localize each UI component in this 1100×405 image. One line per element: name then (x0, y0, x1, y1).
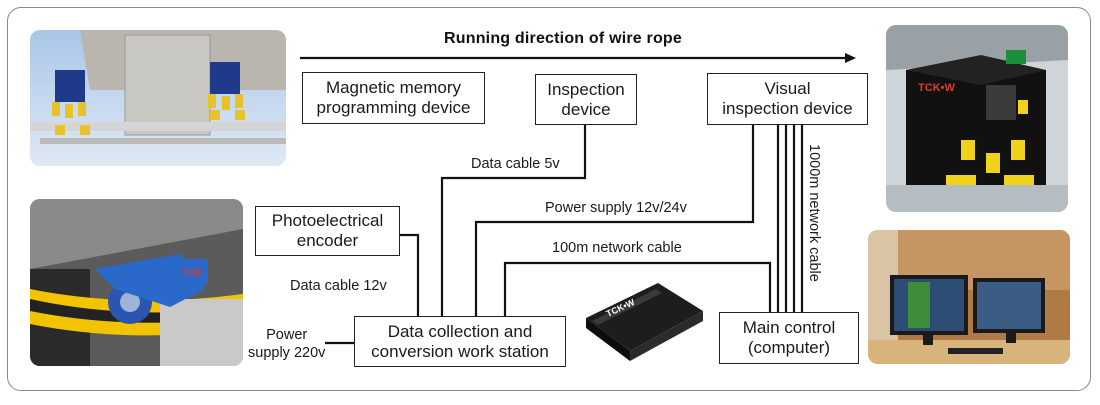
visual-device-photo: TCK•W (886, 25, 1068, 212)
magnetic-memory-line2: programming device (316, 98, 471, 117)
power-line2: supply 220v (248, 345, 326, 361)
power-supply-12-24-label: Power supply 12v/24v (545, 200, 687, 216)
network-100m-label: 100m network cable (552, 240, 682, 256)
running-direction-title: Running direction of wire rope (444, 30, 682, 47)
magnetic-memory-box: Magnetic memory programming device (302, 72, 485, 124)
power-supply-12-24-line (474, 125, 755, 318)
data-cable-5v-line (440, 125, 587, 318)
svg-text:TCK: TCK (182, 268, 203, 279)
computer-photo (868, 230, 1070, 364)
power-220v-label: Power supply 220v (248, 326, 325, 362)
network-1000m-label: 1000m network cable (806, 144, 822, 282)
data-cable-12v-line (400, 233, 420, 318)
main-control-box: Main control (computer) (719, 312, 859, 364)
visual-line1: Visual (764, 79, 811, 98)
visual-inspection-box: Visual inspection device (707, 73, 868, 125)
encoder-photo: TCK (30, 199, 243, 366)
workstation-device-photo: TCK•W (578, 273, 710, 365)
main-control-line2: (computer) (747, 338, 831, 357)
data-collection-station-box: Data collection and conversion work stat… (354, 316, 566, 367)
main-control-line1: Main control (742, 318, 836, 337)
photoelectrical-encoder-box: Photoelectrical encoder (255, 206, 400, 256)
magnetic-memory-line1: Magnetic memory (325, 78, 462, 97)
running-direction-arrowhead (845, 53, 856, 63)
encoder-line1: Photoelectrical (271, 211, 384, 230)
network-100m-line (503, 261, 772, 318)
data-cable-12v-label: Data cable 12v (290, 278, 387, 294)
station-line2: conversion work station (371, 341, 549, 361)
inspection-line2: device (561, 99, 611, 119)
data-cable-5v-label: Data cable 5v (471, 156, 560, 172)
magnetic-device-photo (30, 30, 286, 166)
encoder-line2: encoder (296, 231, 359, 250)
power-line1: Power (266, 327, 308, 343)
svg-text:TCK•W: TCK•W (918, 82, 955, 94)
visual-line2: inspection device (722, 99, 853, 118)
inspection-device-box: Inspection device (535, 74, 637, 125)
station-line1: Data collection and (387, 321, 533, 341)
inspection-line1: Inspection (547, 79, 625, 99)
